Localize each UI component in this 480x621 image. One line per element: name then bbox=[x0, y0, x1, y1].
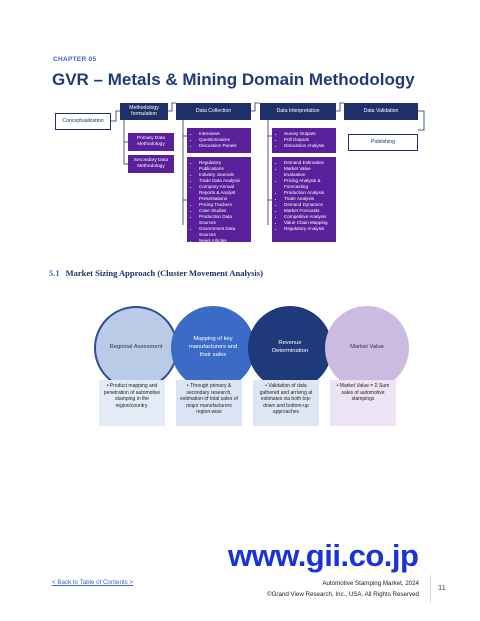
footer-info: Automotive Stamping Market, 2024 ©Grand … bbox=[254, 578, 419, 600]
step-data-collection: Data Collection bbox=[176, 103, 251, 120]
list-item: Company Annual Reports & Analyst Present… bbox=[199, 184, 247, 202]
list-item: Interviews bbox=[199, 131, 247, 137]
step-publishing: Publishing bbox=[348, 134, 418, 151]
page-title: GVR – Metals & Mining Domain Methodology bbox=[52, 70, 415, 89]
page-number: 11 bbox=[438, 583, 446, 592]
list-item: Regulatory Publications bbox=[199, 160, 247, 172]
list-item: Pricing Trackers bbox=[199, 202, 247, 208]
chapter-label: CHAPTER 05 bbox=[53, 56, 97, 63]
section-heading: 5.1 Market Sizing Approach (Cluster Movem… bbox=[49, 268, 263, 278]
list-item: Demand Dynamics bbox=[284, 202, 332, 208]
footer-divider bbox=[430, 575, 431, 603]
list-item: Production Data Sources bbox=[199, 214, 247, 226]
copyright: ©Grand View Research, Inc., USA. All Rig… bbox=[267, 591, 419, 598]
watermark-logo: www.gii.co.jp bbox=[228, 538, 419, 573]
approach-desc-revenue: • Validation of data gathered and arrivi… bbox=[253, 380, 319, 426]
list-item: Survey Outputs bbox=[284, 131, 332, 137]
list-item: Demand Estimation bbox=[284, 160, 332, 166]
step-data-interpretation: Data Interpretation bbox=[260, 103, 336, 120]
collection-secondary-list: Regulatory Publications Industry Journal… bbox=[187, 157, 251, 249]
section-number: 5.1 bbox=[49, 268, 60, 278]
interpretation-secondary-list: Demand Estimation Market Value Evaluatio… bbox=[272, 157, 336, 242]
section-title: Market Sizing Approach (Cluster Movement… bbox=[65, 268, 263, 278]
list-item: News Articles bbox=[199, 238, 247, 244]
list-item: Regulatory Analysis bbox=[284, 226, 332, 232]
connector-1 bbox=[110, 110, 120, 122]
list-item: Trade Data Analysis bbox=[199, 178, 247, 184]
connector-5 bbox=[418, 110, 425, 131]
approach-desc-market-value: • Market Value = Σ Sum sales of automoti… bbox=[330, 380, 396, 426]
approach-desc-regional: • Product mapping and penetration of aut… bbox=[99, 380, 165, 426]
list-item: Questionnaires bbox=[199, 137, 247, 143]
list-item: Industry Journals bbox=[199, 172, 247, 178]
list-item: Financial Data Sources bbox=[199, 244, 247, 250]
step-conceptualization: Conceptualization bbox=[55, 113, 111, 130]
list-item: Pricing Analysis & Forecasting bbox=[284, 178, 332, 190]
approach-circle-market-value: Market Value bbox=[325, 306, 409, 390]
report-name: Automotive Stamping Market, 2024 bbox=[322, 580, 419, 587]
connector-2 bbox=[168, 102, 176, 112]
primary-data-methodology: Primary Data Methodology bbox=[128, 133, 174, 151]
list-item: Competitive Analysis bbox=[284, 214, 332, 220]
list-item: Value Chain Mapping bbox=[284, 220, 332, 226]
list-item: Discussion Analysis bbox=[284, 143, 332, 149]
list-item: Government Data Sources bbox=[199, 226, 247, 238]
step-methodology-formulation: Methodology formulation bbox=[120, 103, 168, 120]
list-item: Production Analysis bbox=[284, 190, 332, 196]
connector-4 bbox=[336, 102, 344, 112]
approach-circle-regional: Regional Assesment bbox=[94, 306, 178, 390]
list-item: Market Forecasts bbox=[284, 208, 332, 214]
step-data-validation: Data Validation bbox=[344, 103, 418, 120]
approach-desc-mapping: • Through primary & secondary research, … bbox=[176, 380, 242, 426]
secondary-data-methodology: Secondary Data Methodology bbox=[128, 155, 174, 173]
list-item: Market Value Evaluation bbox=[284, 166, 332, 178]
approach-circle-revenue: Revenue Determination bbox=[248, 306, 332, 390]
collection-primary-list: Interviews Questionnaires Discussion Pan… bbox=[187, 128, 251, 153]
list-item: Discussion Panels bbox=[199, 143, 247, 149]
back-to-toc-link[interactable]: < Back to Table of Contents > bbox=[52, 579, 134, 586]
list-item: Case Studies bbox=[199, 208, 247, 214]
approach-circle-mapping: Mapping of key manufacturers and their s… bbox=[171, 306, 255, 390]
connector-3 bbox=[251, 102, 260, 112]
flow-connectors bbox=[110, 102, 425, 225]
list-item: Trade Analysis bbox=[284, 196, 332, 202]
list-item: Poll Outputs bbox=[284, 137, 332, 143]
interpretation-primary-list: Survey Outputs Poll Outputs Discussion A… bbox=[272, 128, 336, 153]
